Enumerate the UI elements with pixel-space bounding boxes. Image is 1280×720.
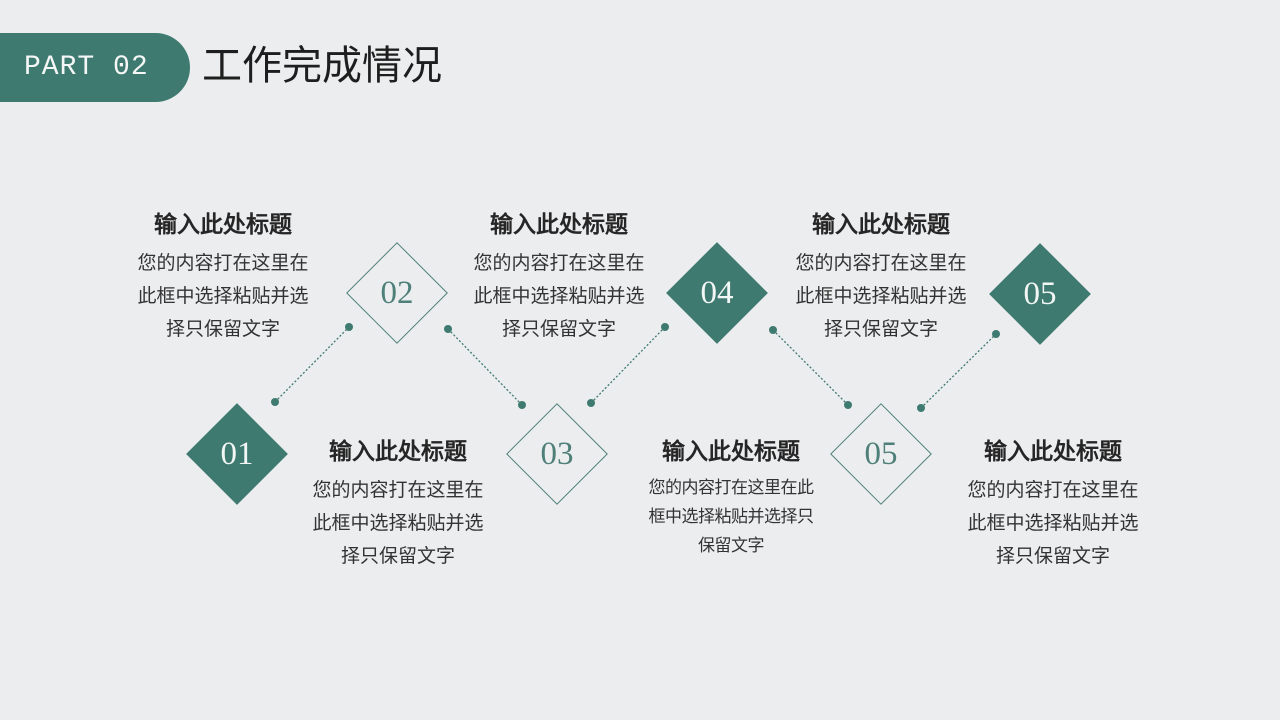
block-body-line: 此框中选择粘贴并选 <box>312 512 484 534</box>
block-body-line: 您的内容打在这里在 <box>312 479 484 501</box>
step-number-05-filled: 05 <box>1023 275 1057 312</box>
block-body-line: 您的内容打在这里在 <box>137 252 309 274</box>
step-number-01: 01 <box>220 435 254 472</box>
block-body-line: 框中选择粘贴并选择只 <box>648 507 815 527</box>
block-body-line: 择只保留文字 <box>823 318 938 340</box>
block-body-line: 择只保留文字 <box>995 545 1110 567</box>
text-block-step-05-bottom: 输入此处标题 您的内容打在这里在 此框中选择粘贴并选 择只保留文字 <box>948 437 1158 573</box>
part-badge: PART 02 <box>0 33 190 102</box>
block-body-line: 您的内容打在这里在此 <box>648 478 815 498</box>
block-body-line: 择只保留文字 <box>340 545 455 567</box>
block-body-line: 此框中选择粘贴并选 <box>137 285 309 307</box>
block-body-line: 您的内容打在这里在 <box>967 479 1139 501</box>
block-body-line: 择只保留文字 <box>165 318 280 340</box>
block-title: 输入此处标题 <box>329 438 467 465</box>
step-number-02: 02 <box>380 274 414 311</box>
block-body-line: 此框中选择粘贴并选 <box>795 285 967 307</box>
block-title: 输入此处标题 <box>984 438 1122 465</box>
part-label: PART 02 <box>24 52 149 83</box>
step-number-05-outline: 05 <box>864 435 898 472</box>
block-body-line: 此框中选择粘贴并选 <box>967 512 1139 534</box>
block-title: 输入此处标题 <box>490 211 628 238</box>
page-title: 工作完成情况 <box>202 43 442 89</box>
block-title: 输入此处标题 <box>154 211 292 238</box>
text-block-step-01: 输入此处标题 您的内容打在这里在 此框中选择粘贴并选 择只保留文字 <box>293 437 503 573</box>
block-body-line: 择只保留文字 <box>501 318 616 340</box>
step-number-03: 03 <box>540 435 574 472</box>
block-title: 输入此处标题 <box>812 211 950 238</box>
text-block-step-02: 输入此处标题 您的内容打在这里在 此框中选择粘贴并选 择只保留文字 <box>118 210 328 346</box>
block-body-line: 保留文字 <box>698 536 765 556</box>
block-body-line: 您的内容打在这里在 <box>795 252 967 274</box>
block-body-line: 您的内容打在这里在 <box>473 252 645 274</box>
block-body-line: 此框中选择粘贴并选 <box>473 285 645 307</box>
text-block-step-05-top: 输入此处标题 您的内容打在这里在 此框中选择粘贴并选 择只保留文字 <box>776 210 986 346</box>
block-title: 输入此处标题 <box>662 438 800 465</box>
text-block-step-04: 输入此处标题 您的内容打在这里在 此框中选择粘贴并选 择只保留文字 <box>454 210 664 346</box>
text-block-step-03: 输入此处标题 您的内容打在这里在此 框中选择粘贴并选择只 保留文字 <box>626 437 836 561</box>
step-number-04: 04 <box>700 274 734 311</box>
